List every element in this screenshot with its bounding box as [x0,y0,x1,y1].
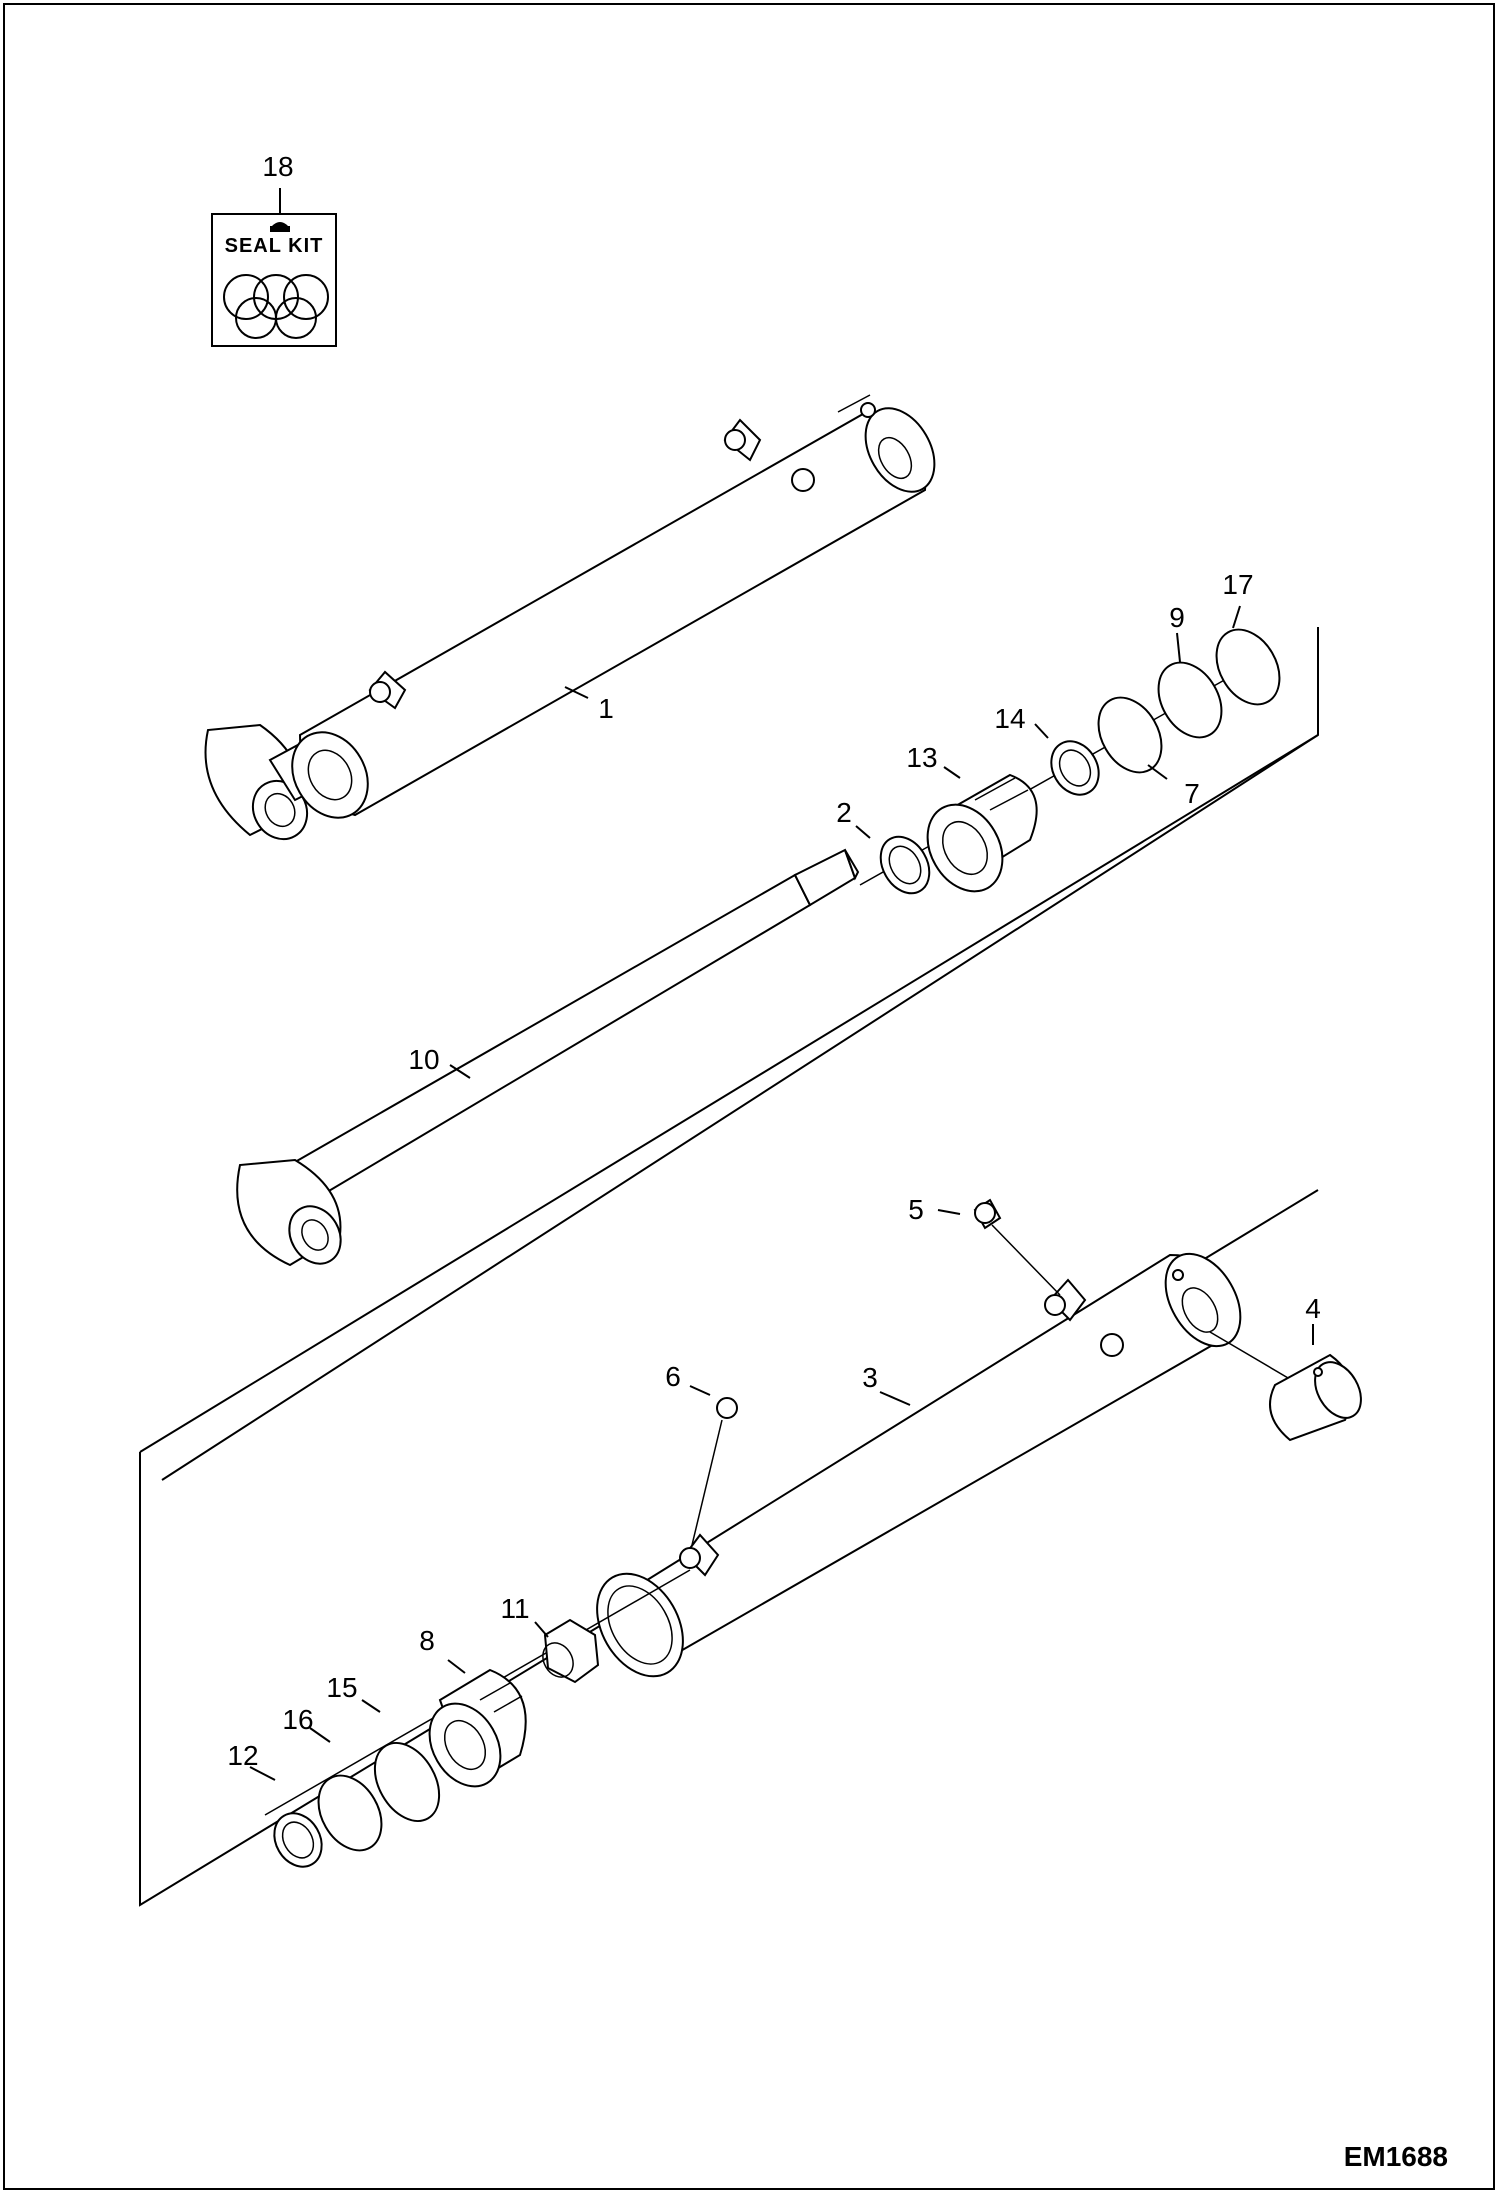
leader-lines [249,605,1314,1781]
pin-4 [1209,1331,1362,1442]
callout-12: 12 [227,1740,258,1771]
piston-8 [428,1668,527,1788]
callout-9: 9 [1169,602,1185,633]
gland [926,773,1038,893]
callout-1: 1 [598,693,614,724]
callout-13: 13 [906,742,937,773]
callout-4: 4 [1305,1293,1321,1324]
callout-3: 3 [862,1362,878,1393]
callout-11: 11 [500,1593,529,1624]
nut-11 [542,1618,600,1684]
page-border [3,3,1495,2190]
assembled-cylinder [204,394,936,841]
callout-17: 17 [1222,569,1253,600]
o-ring-16 [317,1774,383,1852]
wear-ring-12 [273,1812,323,1868]
callout-5: 5 [908,1194,924,1225]
o-ring-17 [1215,628,1281,706]
callout-8: 8 [419,1625,435,1656]
callout-10: 10 [408,1044,439,1075]
wiper-ring [879,835,931,895]
backup-ring-9 [1157,661,1223,739]
piston-seal-15 [373,1742,441,1822]
callout-14: 14 [994,703,1025,734]
fitting-6 [691,1397,738,1546]
callout-6: 6 [665,1361,681,1392]
callout-16: 16 [282,1704,313,1735]
piston-rod [236,848,860,1267]
callout-7: 7 [1184,778,1200,809]
callout-2: 2 [836,797,852,828]
callout-15: 15 [326,1672,357,1703]
seal-kit-label: SEAL KIT [225,235,324,257]
barrel [596,1252,1242,1678]
gland-seal-14 [1050,740,1100,796]
drawing-code: EM1688 [1344,2141,1448,2172]
o-ring-7 [1097,696,1163,774]
callout-18: 18 [262,151,293,182]
callout-labels: 18 1 17 9 14 13 7 2 10 5 4 6 3 11 8 15 1… [227,151,1320,1771]
grease-fitting-5 [973,1198,1061,1296]
seal-kit-icon: SEAL KIT [211,188,337,347]
exploded-view-outline [139,627,1319,1907]
